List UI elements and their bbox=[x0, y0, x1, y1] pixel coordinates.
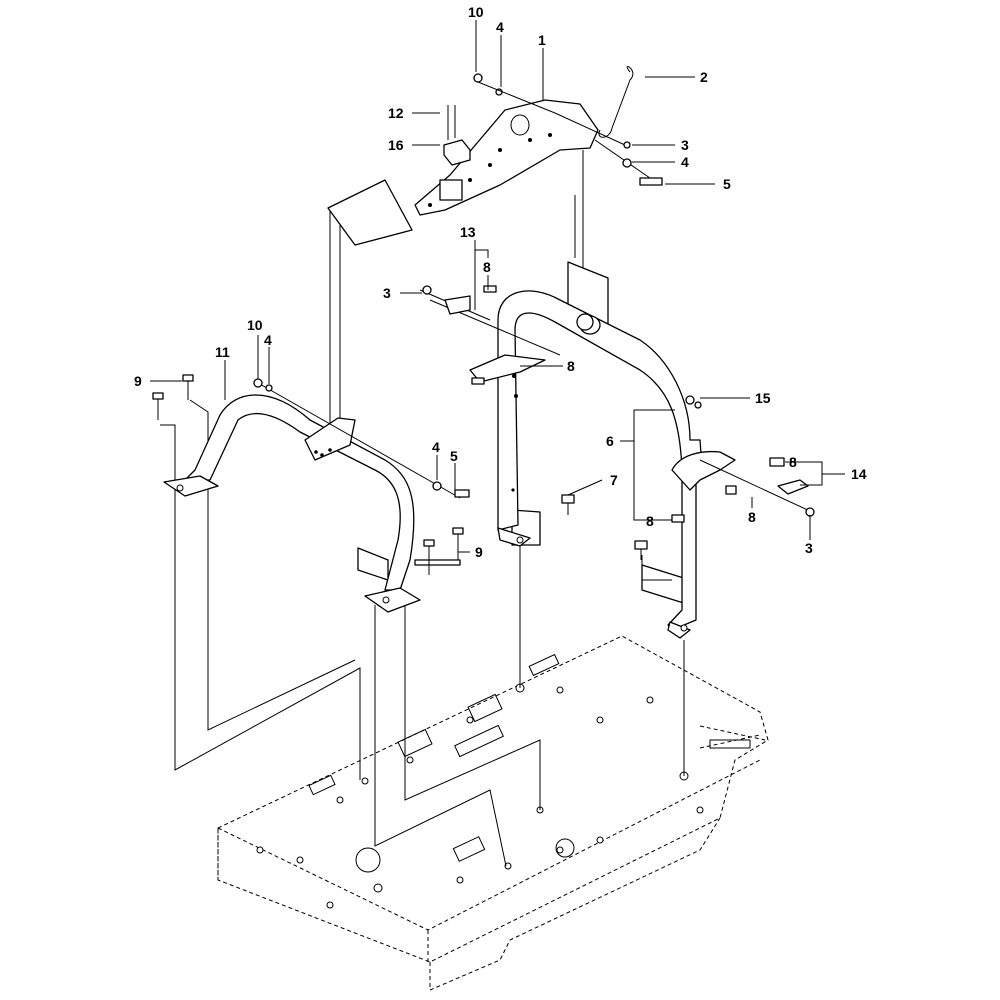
right-hinge-hardware bbox=[419, 285, 815, 523]
callout-7: 7 bbox=[610, 472, 618, 488]
callout-4: 4 bbox=[496, 19, 504, 35]
callout-2: 2 bbox=[700, 69, 708, 85]
callout-5: 5 bbox=[723, 176, 731, 192]
callout-labels: 10 4 1 2 12 16 3 4 5 13 8 3 10 4 9 11 8 … bbox=[134, 4, 867, 560]
callout-10: 10 bbox=[468, 4, 484, 20]
callout-1: 1 bbox=[538, 32, 546, 48]
bolt-7 bbox=[561, 494, 648, 560]
callout-3: 3 bbox=[681, 137, 689, 153]
deck-slots bbox=[308, 653, 751, 873]
callout-8: 8 bbox=[483, 259, 491, 275]
callout-14: 14 bbox=[851, 466, 867, 482]
left-bolt-line bbox=[253, 378, 470, 499]
callout-16: 16 bbox=[388, 137, 404, 153]
spring-pin bbox=[598, 66, 634, 138]
clamp-block bbox=[439, 105, 471, 201]
callout-4: 4 bbox=[681, 154, 689, 170]
callout-13: 13 bbox=[460, 224, 476, 240]
callout-15: 15 bbox=[755, 390, 771, 406]
right-roll-bar bbox=[469, 290, 736, 639]
left-roll-bar bbox=[163, 394, 421, 613]
callout-4: 4 bbox=[264, 332, 272, 348]
callout-8: 8 bbox=[748, 509, 756, 525]
callout-8: 8 bbox=[789, 454, 797, 470]
callout-3: 3 bbox=[805, 540, 813, 556]
callout-9: 9 bbox=[134, 373, 142, 389]
callout-6: 6 bbox=[606, 433, 614, 449]
bolt-top-right bbox=[554, 112, 663, 186]
callout-4: 4 bbox=[432, 439, 440, 455]
callout-8: 8 bbox=[646, 513, 654, 529]
callout-8: 8 bbox=[567, 358, 575, 374]
callout-9: 9 bbox=[475, 544, 483, 560]
callout-11: 11 bbox=[215, 344, 230, 360]
deck-frame bbox=[217, 635, 769, 991]
left-bolts-9 bbox=[152, 374, 464, 575]
callout-3: 3 bbox=[383, 285, 391, 301]
deck-holes bbox=[256, 683, 704, 909]
nut-washer-top bbox=[473, 73, 556, 114]
callout-12: 12 bbox=[388, 105, 404, 121]
leader-lines bbox=[150, 20, 845, 561]
callout-10: 10 bbox=[247, 317, 263, 333]
callout-5: 5 bbox=[450, 448, 458, 464]
